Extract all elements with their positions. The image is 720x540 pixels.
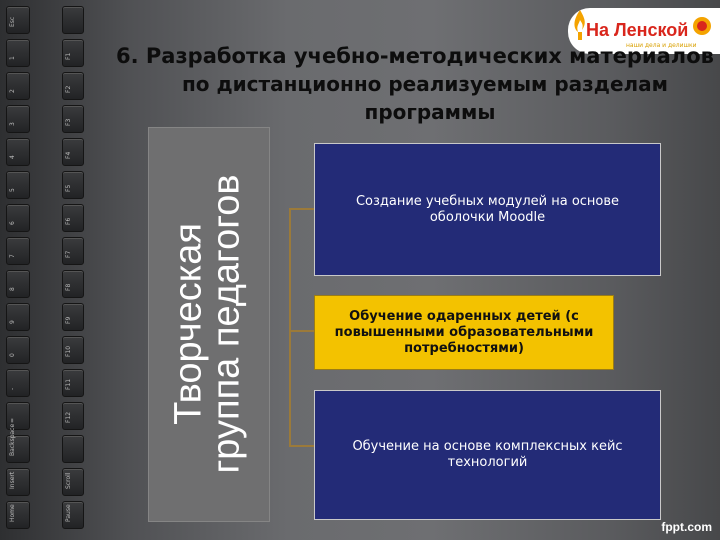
box-moodle-modules-text: Создание учебных модулей на основе оболо…	[355, 193, 620, 225]
keyboard-key: Insert	[6, 468, 30, 496]
keyboard-key-label: Scroll	[65, 472, 72, 489]
keyboard-key-label: Esc	[9, 16, 16, 27]
side-label-line-2: группа педагогов	[206, 173, 249, 474]
keyboard-key: F3	[62, 105, 84, 133]
keyboard-key: F5	[62, 171, 84, 199]
keyboard-key-label: 6	[9, 221, 16, 225]
keyboard-key: 7	[6, 237, 30, 265]
watermark: fppt.com	[661, 520, 712, 534]
side-label: Творческая группа педагогов	[148, 127, 268, 520]
keyboard-key: F8	[62, 270, 84, 298]
keyboard-key-label: F6	[65, 217, 72, 225]
keyboard-key-label: 1	[9, 56, 16, 60]
keyboard-key-label: Pause	[65, 504, 72, 522]
title-line-1: 6. Разработка учебно-методических матери…	[116, 44, 714, 68]
side-panel	[148, 127, 270, 522]
keyboard-key: Pause	[62, 501, 84, 529]
keyboard-key	[62, 435, 84, 463]
keyboard-key-label: 3	[9, 122, 16, 126]
keyboard-key-label: -	[9, 387, 16, 390]
keyboard-key-label: 8	[9, 287, 16, 291]
keyboard-key-label: F5	[65, 184, 72, 192]
keyboard-key: 2	[6, 72, 30, 100]
keyboard-key: 8	[6, 270, 30, 298]
keyboard-key: =	[6, 402, 30, 430]
box-case-technologies: Обучение на основе комплексных кейс техн…	[314, 390, 661, 520]
keyboard-key-label: 2	[9, 89, 16, 93]
logo-subtitle: наши дела и делишки	[626, 42, 697, 49]
keyboard-key: F6	[62, 204, 84, 232]
keyboard-key-label: 7	[9, 254, 16, 258]
keyboard-key: F11	[62, 369, 84, 397]
keyboard-key-label: Insert	[9, 471, 16, 489]
box-gifted-children: Обучение одаренных детей (с повышенными …	[314, 295, 614, 370]
keyboard-key: 3	[6, 105, 30, 133]
keyboard-key: -	[6, 369, 30, 397]
keyboard-key: F2	[62, 72, 84, 100]
keyboard-key-label: F4	[65, 151, 72, 159]
keyboard-key: F1	[62, 39, 84, 67]
keyboard-key-label: F7	[65, 250, 72, 258]
keyboard-key-label: F12	[65, 411, 72, 423]
box-moodle-modules: Создание учебных модулей на основе оболо…	[314, 143, 661, 276]
slide-title: 6. Разработка учебно-методических матери…	[110, 42, 720, 126]
keyboard-key: Esc	[6, 6, 30, 34]
keyboard-key-label: 5	[9, 188, 16, 192]
keyboard-key: F10	[62, 336, 84, 364]
keyboard-key: 9	[6, 303, 30, 331]
keyboard-key-label: 0	[9, 353, 16, 357]
connector-branch-1	[289, 208, 314, 210]
keyboard-key-label: F10	[65, 345, 72, 357]
keyboard-key-label: F8	[65, 283, 72, 291]
keyboard-key-label: =	[9, 417, 16, 423]
keyboard-key: 1	[6, 39, 30, 67]
keyboard-key-label: F11	[65, 378, 72, 390]
side-label-line-1: Творческая	[168, 222, 211, 425]
keyboard-key: Home	[6, 501, 30, 529]
connector-vertical	[289, 208, 291, 446]
keyboard-key: F7	[62, 237, 84, 265]
keyboard-key-label: Home	[9, 504, 16, 522]
keyboard-key: 0	[6, 336, 30, 364]
keyboard-key: 5	[6, 171, 30, 199]
title-line-3: программы	[364, 100, 496, 124]
flame-icon	[574, 10, 585, 40]
connector-branch-3	[289, 445, 314, 447]
keyboard-key: F12	[62, 402, 84, 430]
keyboard-key-label: F2	[65, 85, 72, 93]
keyboard-key-label: F3	[65, 118, 72, 126]
keyboard-key-label: Backspace	[9, 423, 16, 456]
keyboard-key: Scroll	[62, 468, 84, 496]
sun-logo-icon	[693, 17, 711, 35]
keyboard-key: F4	[62, 138, 84, 166]
title-line-2: по дистанционно реализуемым разделам	[181, 72, 668, 96]
keyboard-key: 4	[6, 138, 30, 166]
box-case-technologies-text: Обучение на основе комплексных кейс техн…	[352, 439, 623, 470]
logo-name: На Ленской	[586, 20, 689, 40]
box-gifted-children-text: Обучение одаренных детей (с повышенными …	[334, 308, 594, 356]
keyboard-key-label: 9	[9, 320, 16, 324]
keyboard-key: Backspace	[6, 424, 30, 463]
keyboard-key	[62, 6, 84, 34]
keyboard-key: F9	[62, 303, 84, 331]
keyboard-key-label: F9	[65, 316, 72, 324]
keyboard-key: 6	[6, 204, 30, 232]
keyboard-key-label: F1	[65, 52, 72, 60]
connector-branch-2	[289, 330, 314, 332]
keyboard-key-label: 4	[9, 155, 16, 159]
